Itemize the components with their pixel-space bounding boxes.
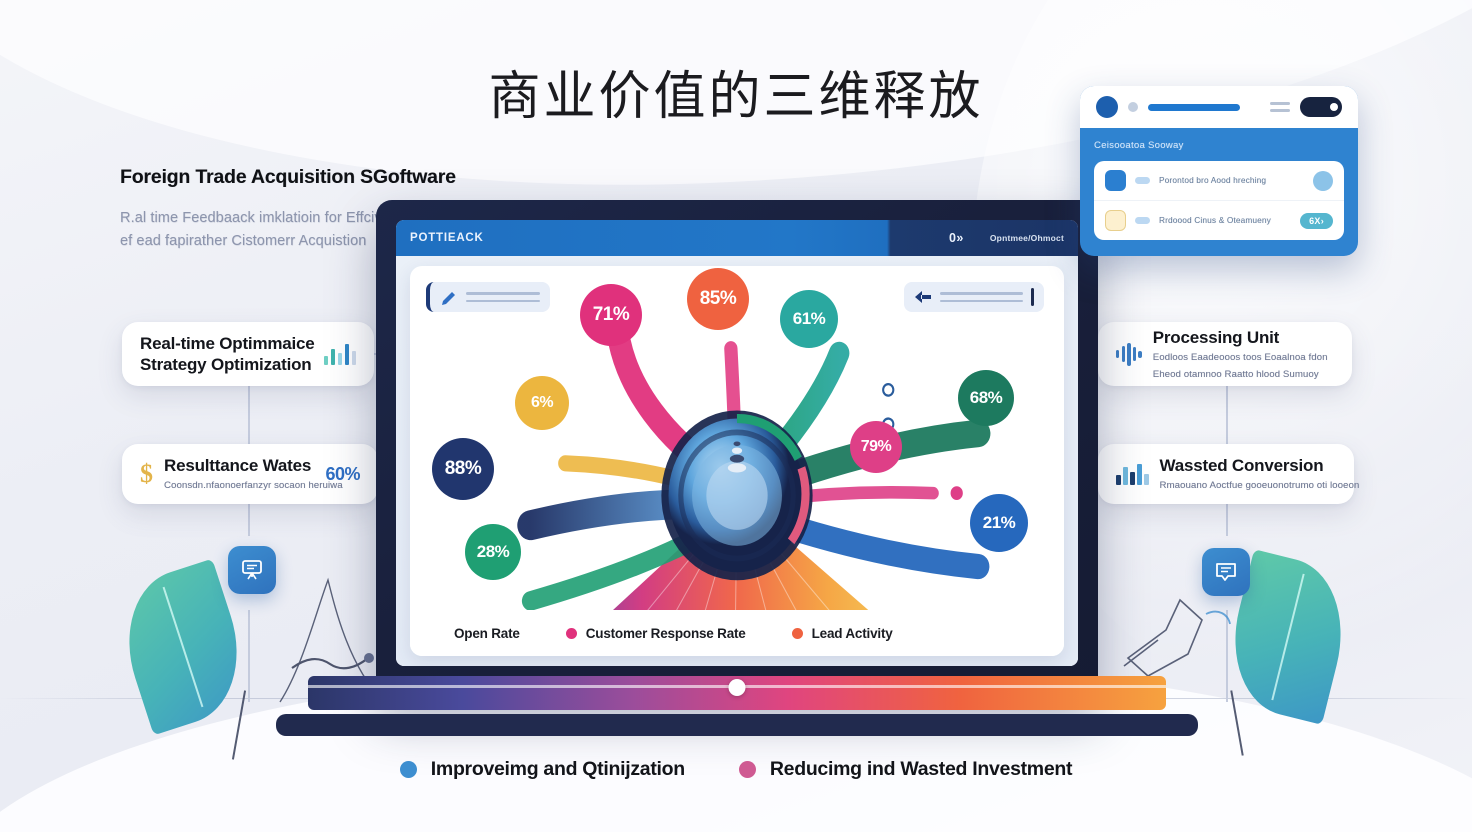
legend-dot	[565, 627, 577, 639]
play-icon	[1105, 210, 1126, 231]
status-dot	[1128, 102, 1138, 112]
laptop-body: POTTIEACK 0» Opntmee/Ohmoct	[276, 200, 1198, 736]
card-subtitle: Rmaouano Aoctfue gooeuonotrumo oti looeo…	[1159, 480, 1360, 492]
waveform-icon	[1116, 342, 1142, 366]
legend-item: Lead Activity	[791, 625, 893, 641]
topbar-count[interactable]: 0»	[948, 231, 964, 245]
laptop-base-foot	[276, 714, 1198, 736]
bottom-legend-dot	[738, 761, 756, 778]
list-item[interactable]: Rrdoood Cinus & Oteamueny 6X›	[1094, 200, 1344, 240]
bottom-legend: Improveimg and Qtinijzation Reducimg ind …	[0, 758, 1472, 781]
card-title-line2: Strategy Optimization	[140, 355, 312, 374]
card-wasted-conversion[interactable]: Wassted Conversion Rmaouano Aoctfue gooe…	[1098, 444, 1360, 504]
chart-legend: Open Rate Customer Response Rate Lead Acti…	[410, 610, 1064, 656]
legend-label: Customer Response Rate	[585, 625, 746, 641]
page-title: 商业价值的三维释放	[488, 67, 984, 127]
card-text-group: Real-time Optimmaice Strategy Optimizati…	[140, 333, 315, 375]
app-brand: POTTIEACK	[410, 232, 484, 244]
metric-bubble: 68%	[958, 370, 1014, 426]
pill-placeholder-lines	[940, 292, 1023, 302]
card-subtitle-line2: Eheod otamnoo Raatto hlood Sumuoy	[1152, 368, 1319, 380]
card-text-group: Wassted Conversion Rmaouano Aoctfue gooe…	[1159, 455, 1360, 493]
connector-vertical-left-lower	[248, 610, 250, 702]
legend-item: Open Rate	[454, 626, 520, 641]
header-title-bar	[1148, 103, 1240, 111]
card-title: Resulttance Wates	[164, 456, 312, 476]
app-body: 71% 85% 61% 6% 68% 88% 79% 21% 28% Open Rate Cust…	[396, 256, 1078, 666]
panel-title: Ceisooatoa Sooway	[1094, 140, 1184, 151]
card-title: Processing Unit	[1152, 327, 1280, 347]
row-text: Rrdoood Cinus & Oteamueny	[1159, 216, 1271, 225]
edit-pen-icon	[442, 292, 455, 305]
row-badge	[1313, 170, 1333, 191]
panel-list: Porontod bro Aood hreching Rrdoood Cinus…	[1094, 161, 1344, 240]
app-topbar: POTTIEACK 0» Opntmee/Ohmoct	[396, 220, 1078, 256]
bottom-legend-label: Reducimg ind Wasted Investment	[769, 758, 1073, 780]
bell-icon	[1105, 170, 1126, 191]
canvas-toolbar-pill[interactable]	[904, 282, 1044, 312]
bottom-legend-label: Improveimg and Qtinijzation	[430, 758, 685, 780]
radial-infographic-graphic	[463, 329, 991, 656]
laptop-base-slider[interactable]	[308, 676, 1166, 710]
infographic-canvas: 71% 85% 61% 6% 68% 88% 79% 21% 28% Open Rate Cust…	[410, 266, 1064, 656]
bottom-legend-item: Reducimg ind Wasted Investment	[738, 758, 1073, 781]
slider-thumb[interactable]	[728, 679, 746, 696]
row-tag	[1135, 217, 1150, 224]
pill-cursor	[1031, 288, 1034, 306]
menu-icon[interactable]	[1270, 102, 1290, 112]
card-text-group: Processing Unit Eodloos Eaadeooos toos E…	[1153, 327, 1334, 381]
toggle-switch[interactable]	[1300, 97, 1342, 117]
card-subtitle: Coonsdn.nfaonoerfanzyr socaon heruiwa	[164, 480, 343, 492]
card-title: Wassted Conversion	[1159, 456, 1324, 476]
metric-bubble: 88%	[432, 438, 494, 500]
card-text-group: Resulttance Wates Coonsdn.nfaonoerfanzyr…	[164, 455, 343, 493]
presentation-chat-icon	[242, 560, 262, 580]
card-metric: 60%	[325, 463, 360, 484]
legend-dot	[791, 627, 803, 639]
chat-bubble-icon-button[interactable]	[1202, 548, 1250, 596]
metric-bubble: 85%	[687, 268, 749, 330]
card-processing-unit[interactable]: Processing Unit Eodloos Eaadeooos toos E…	[1098, 322, 1352, 386]
legend-item: Customer Response Rate	[565, 625, 746, 641]
chat-bubble-icon	[1216, 563, 1236, 581]
floating-notification-panel: Ceisooatoa Sooway Porontod bro Aood hrec…	[1080, 86, 1358, 256]
panel-header	[1080, 86, 1358, 128]
laptop-mockup: POTTIEACK 0» Opntmee/Ohmoct	[276, 200, 1198, 736]
metric-bubble: 28%	[465, 524, 521, 580]
topbar-tab[interactable]: Opntmee/Ohmoct	[989, 233, 1064, 243]
card-title-line1: Real-time Optimmaice	[140, 333, 315, 353]
avatar	[1096, 96, 1118, 118]
metric-bubble: 71%	[580, 284, 642, 346]
metric-bubble: 79%	[850, 421, 902, 473]
legend-label: Open Rate	[454, 625, 520, 641]
connector-vertical-right-lower	[1226, 610, 1228, 702]
lead-subtitle: R.al time Feedbaack imklatioin for Effci…	[120, 210, 419, 250]
metric-bubble: 61%	[780, 290, 838, 348]
list-item[interactable]: Porontod bro Aood hreching	[1094, 161, 1344, 200]
row-tag	[1135, 177, 1150, 184]
back-arrow-icon	[915, 291, 931, 303]
pill-placeholder-lines	[466, 292, 540, 302]
dollar-icon: $	[140, 459, 153, 488]
legend-label: Lead Activity	[811, 625, 893, 641]
sketch-graph-left	[279, 577, 385, 703]
lead-heading: Foreign Trade Acquisition SGoftware	[120, 166, 456, 188]
metric-bubble: 6%	[515, 376, 569, 430]
panel-body: Ceisooatoa Sooway Porontod bro Aood hrec…	[1080, 128, 1358, 256]
bottom-legend-dot	[399, 761, 417, 778]
bar-chart-icon	[323, 343, 356, 365]
bar-chart-icon	[1116, 463, 1149, 485]
card-real-time-strategy-optimization[interactable]: Real-time Optimmaice Strategy Optimizati…	[122, 322, 374, 386]
lead-block: Foreign Trade Acquisition SGoftware R.al…	[120, 166, 456, 254]
row-text: Porontod bro Aood hreching	[1159, 176, 1267, 185]
card-resulttance-wates[interactable]: $ Resulttance Wates Coonsdn.nfaonoerfanz…	[122, 444, 378, 504]
canvas-search-pill[interactable]	[426, 282, 550, 312]
card-subtitle-line1: Eodloos Eaadeooos toos Eoaalnoa fdon	[1152, 351, 1328, 363]
row-badge: 6X›	[1300, 212, 1333, 229]
presentation-chat-icon-button[interactable]	[228, 546, 276, 594]
metric-bubble: 21%	[970, 494, 1028, 552]
bottom-legend-item: Improveimg and Qtinijzation	[399, 758, 685, 781]
laptop-screen: POTTIEACK 0» Opntmee/Ohmoct	[396, 220, 1078, 666]
